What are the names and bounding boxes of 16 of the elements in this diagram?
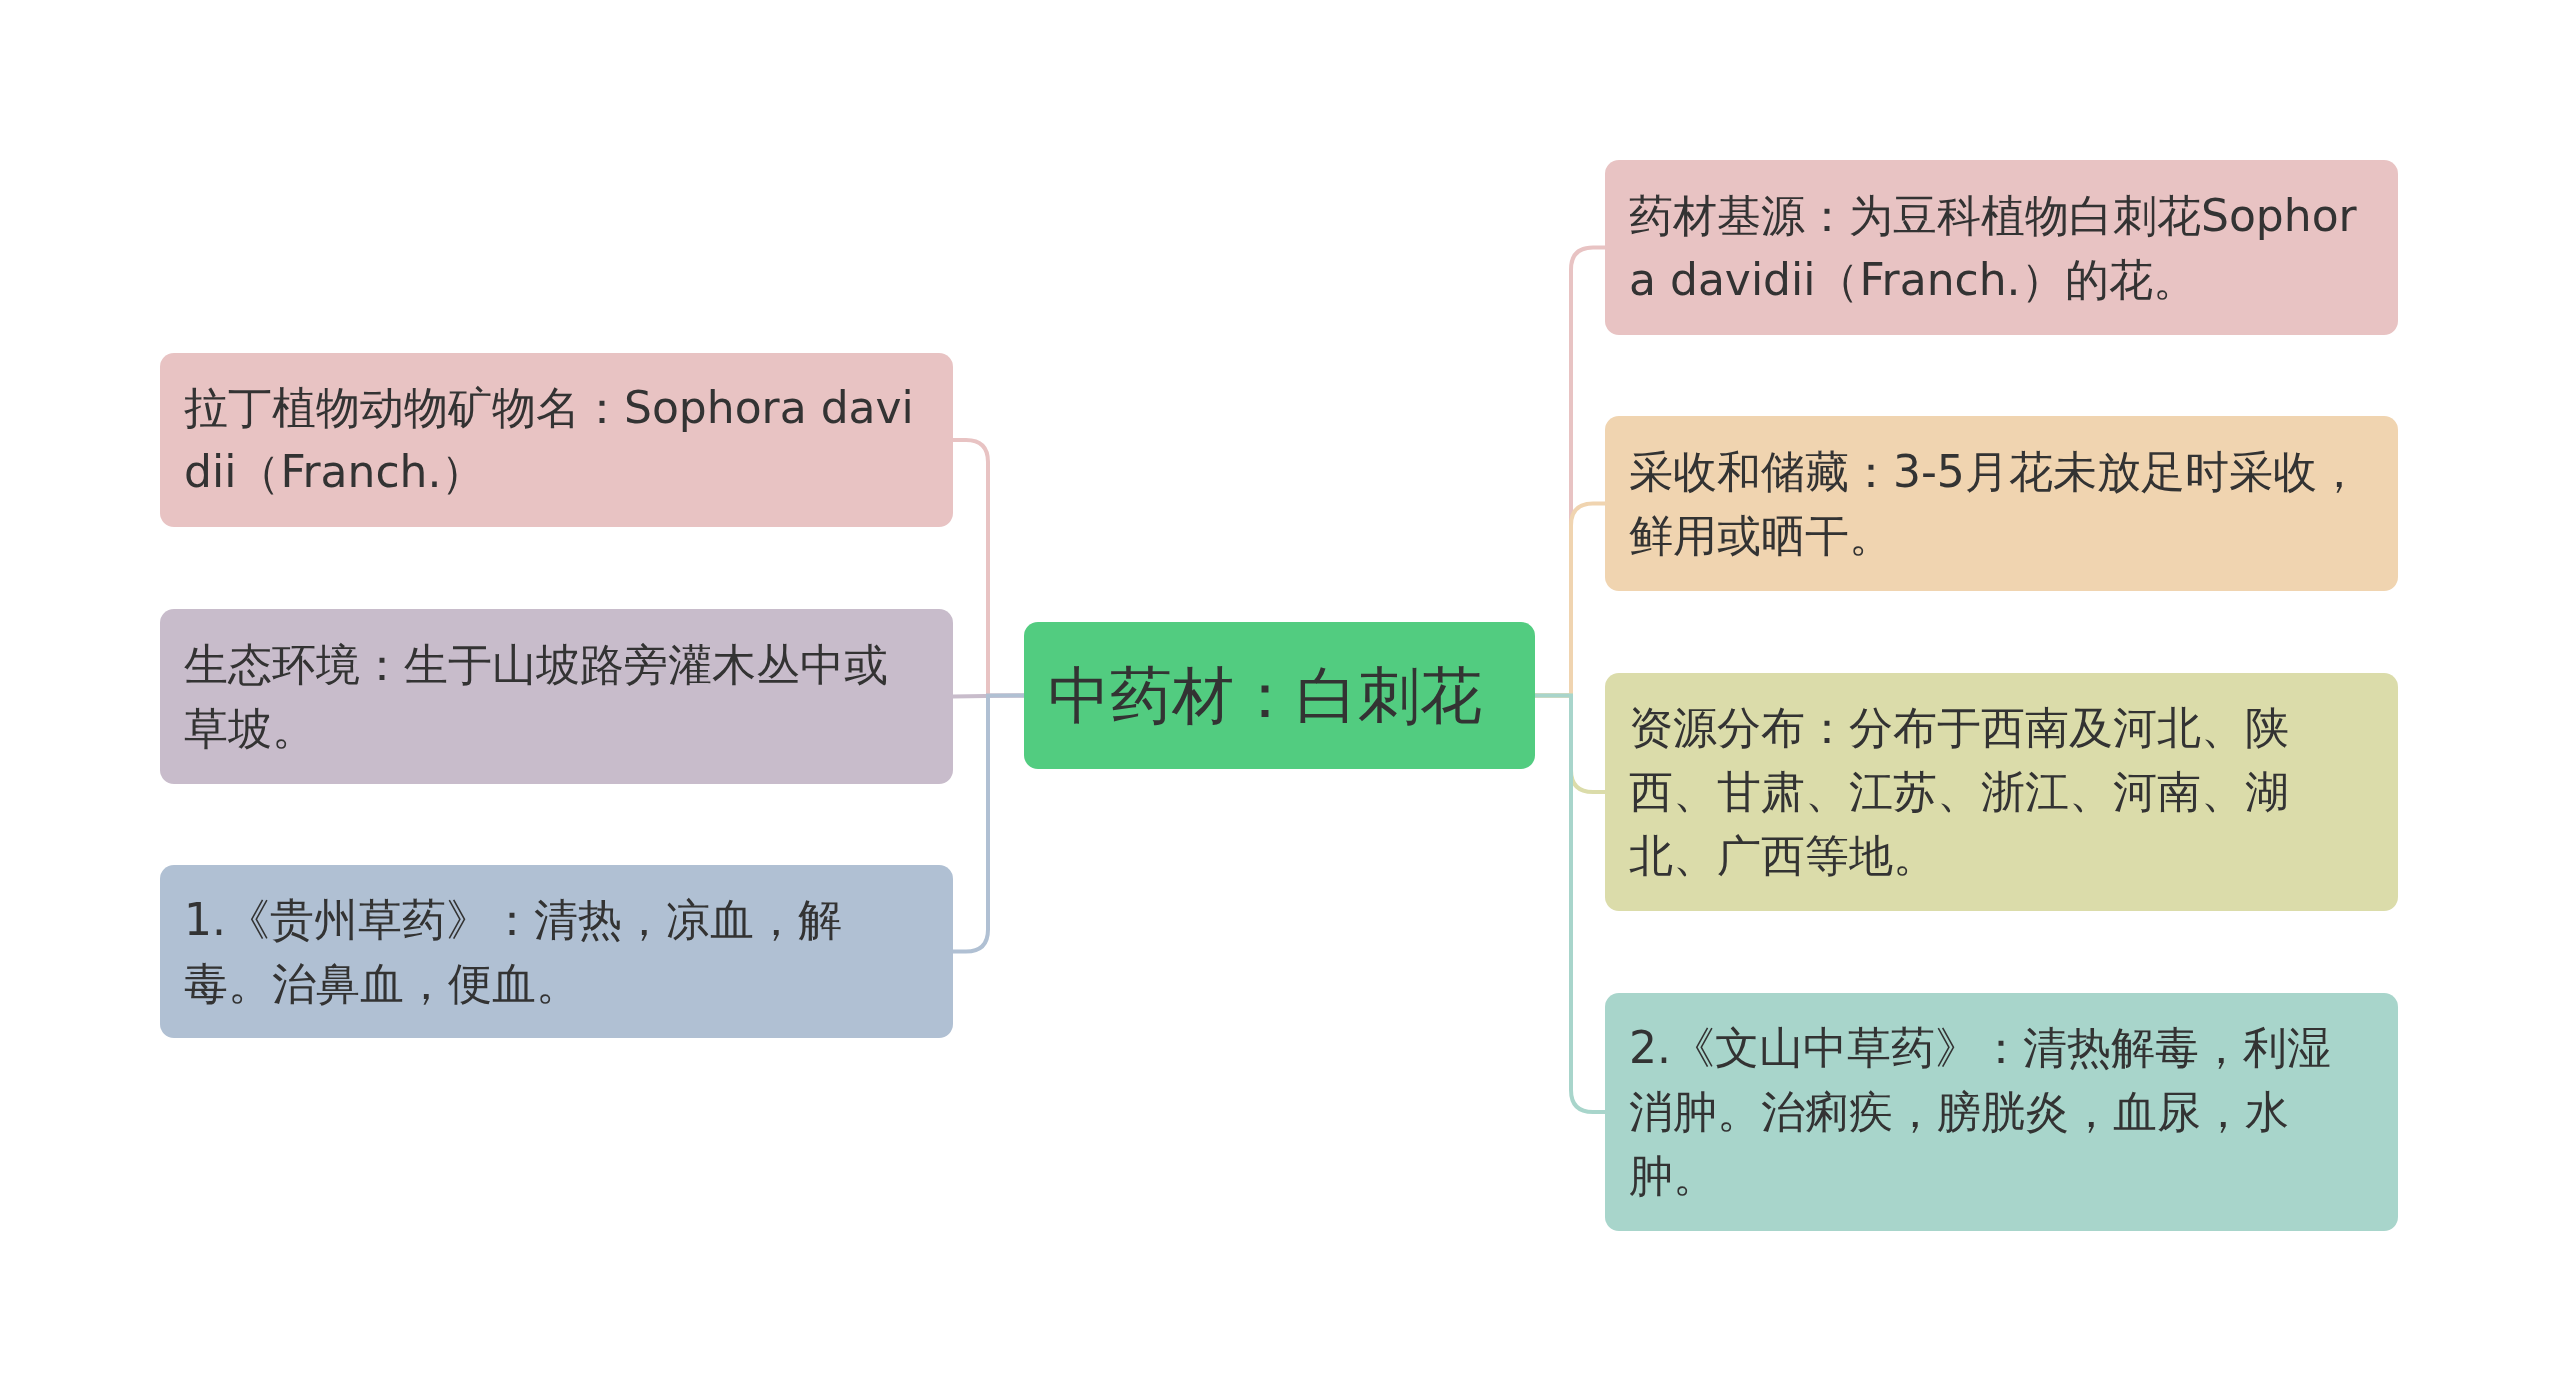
topic-text: 采收和储藏：3-5月花未放足时采收，鲜用或晒干。	[1629, 444, 2362, 563]
topic-box	[1605, 673, 2398, 911]
topic-text: 1.《贵州草药》：清热，凉血，解毒。治鼻血，便血。	[184, 892, 843, 1011]
topic-box	[1605, 160, 2398, 335]
topic-text: 资源分布：分布于西南及河北、陕西、甘肃、江苏、浙江、河南、湖北、广西等地。	[1629, 701, 2290, 883]
topic-box	[160, 865, 953, 1038]
topic-box	[160, 609, 953, 784]
topic-box	[1605, 416, 2398, 591]
topic-text: 药材基源：为豆科植物白刺花Sophora davidii（Franch.）的花。	[1629, 188, 2358, 307]
topic-text: 拉丁植物动物矿物名：Sophora davidii（Franch.）	[184, 381, 915, 499]
central-topic-box	[1024, 622, 1535, 769]
topic-text: 中药材：白刺花	[1048, 657, 1482, 734]
topic-box	[1605, 993, 2398, 1231]
topic-text: 2.《文山中草药》：清热解毒，利湿消肿。治痢疾，膀胱炎，血尿，水肿。	[1629, 1021, 2332, 1203]
topic-text: 生态环境：生于山坡路旁灌木丛中或草坡。	[184, 637, 889, 756]
topic-box	[160, 353, 953, 527]
